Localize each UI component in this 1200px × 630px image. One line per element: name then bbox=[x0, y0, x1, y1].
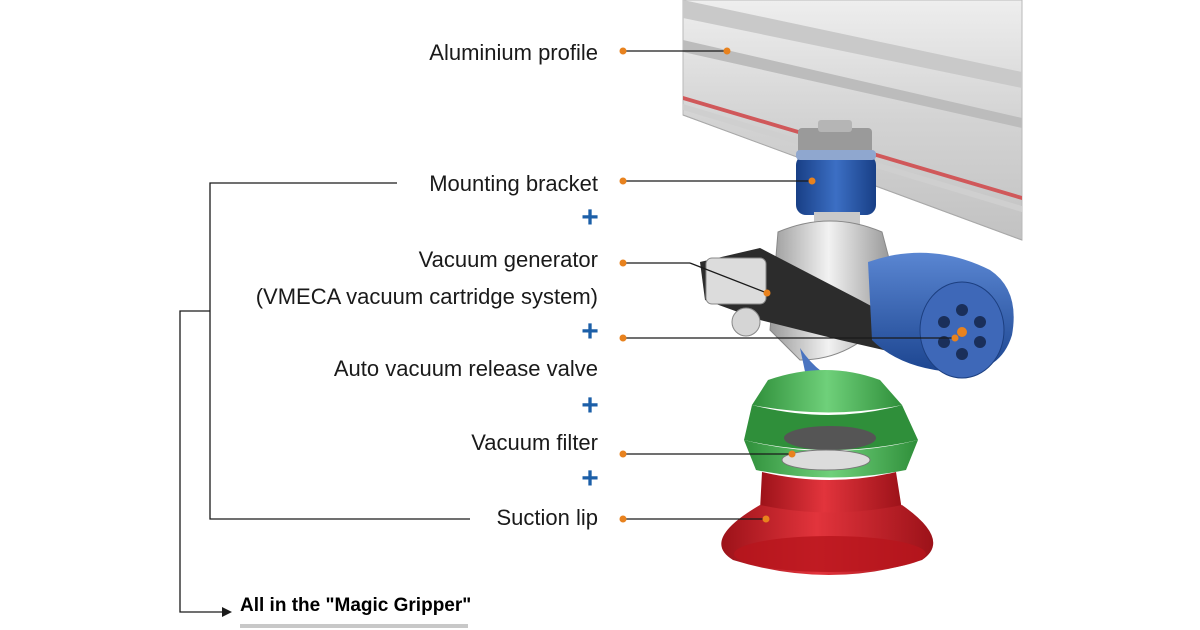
plus-sign: + bbox=[581, 201, 599, 234]
vacuum-generator-shape bbox=[700, 220, 1014, 398]
marker-dot bbox=[723, 47, 731, 55]
marker-dots bbox=[619, 47, 959, 523]
mounting-bracket-shape bbox=[796, 120, 876, 232]
label-vacuum-generator-sub: (VMECA vacuum cartridge system) bbox=[255, 284, 598, 309]
label-suction-lip: Suction lip bbox=[496, 505, 598, 530]
marker-dot bbox=[762, 515, 770, 523]
marker-dot bbox=[619, 47, 627, 55]
plus-sign: + bbox=[581, 462, 599, 495]
label-vacuum-generator: Vacuum generator bbox=[418, 247, 598, 272]
marker-dot bbox=[788, 450, 796, 458]
marker-dot bbox=[619, 450, 627, 458]
label-vacuum-filter: Vacuum filter bbox=[471, 430, 598, 455]
plus-sign: + bbox=[581, 389, 599, 422]
marker-dot bbox=[951, 334, 959, 342]
label-auto-release-valve: Auto vacuum release valve bbox=[333, 356, 598, 381]
caption-underline bbox=[240, 624, 468, 628]
plus-sign: + bbox=[581, 315, 599, 348]
suction-lip-shape bbox=[721, 472, 934, 575]
grouping-bracket bbox=[179, 182, 470, 613]
marker-dot bbox=[619, 334, 627, 342]
label-aluminium-profile: Aluminium profile bbox=[429, 40, 598, 65]
marker-dot bbox=[763, 289, 771, 297]
arrow-head-icon bbox=[222, 607, 232, 617]
marker-dot bbox=[619, 259, 627, 267]
label-mounting-bracket: Mounting bracket bbox=[429, 171, 598, 196]
marker-dot bbox=[808, 177, 816, 185]
caption-magic-gripper: All in the "Magic Gripper" bbox=[240, 595, 472, 616]
leader-lines bbox=[623, 50, 955, 520]
marker-dot bbox=[619, 515, 627, 523]
bellows-shape bbox=[744, 370, 918, 478]
marker-dot bbox=[619, 177, 627, 185]
